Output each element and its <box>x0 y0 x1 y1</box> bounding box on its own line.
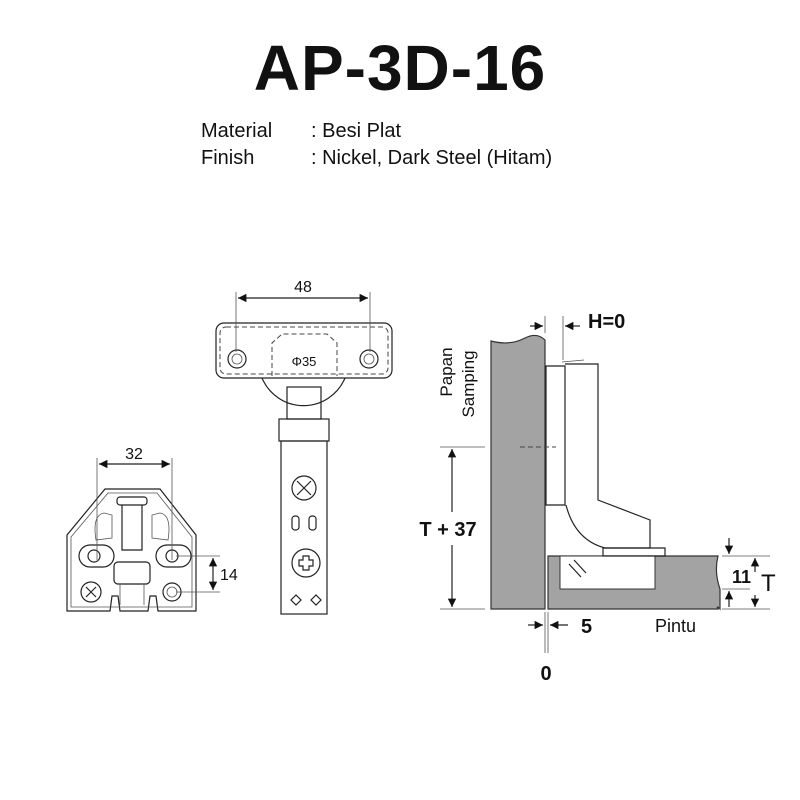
side-panel-label-2: Samping <box>459 350 478 417</box>
hole-spacing-dim: 48 <box>294 279 312 296</box>
door-label: Pintu <box>655 616 696 636</box>
side-panel-label-1: Papan <box>437 347 456 396</box>
thickness-label: T <box>761 570 776 597</box>
hinge-top-view-drawing <box>215 322 393 615</box>
side-view-drawing <box>490 334 721 611</box>
plate-height-dim: 14 <box>220 567 238 584</box>
finish-label: Finish <box>201 147 254 169</box>
zero-label: 0 <box>540 663 551 685</box>
gap-dim: 5 <box>581 616 592 638</box>
product-title: AP-3D-16 <box>254 32 547 104</box>
height-dim: T + 37 <box>419 519 476 541</box>
cup-depth-dim: 11 <box>732 567 751 587</box>
side-panel <box>490 334 546 610</box>
cup-diameter-label: Φ35 <box>292 354 317 369</box>
material-label: Material <box>201 120 272 142</box>
overlay-label: H=0 <box>588 311 625 333</box>
finish-value: : Nickel, Dark Steel (Hitam) <box>311 147 552 169</box>
material-value: : Besi Plat <box>311 120 401 142</box>
mounting-plate-drawing <box>66 488 197 612</box>
plate-width-dim: 32 <box>125 446 143 463</box>
